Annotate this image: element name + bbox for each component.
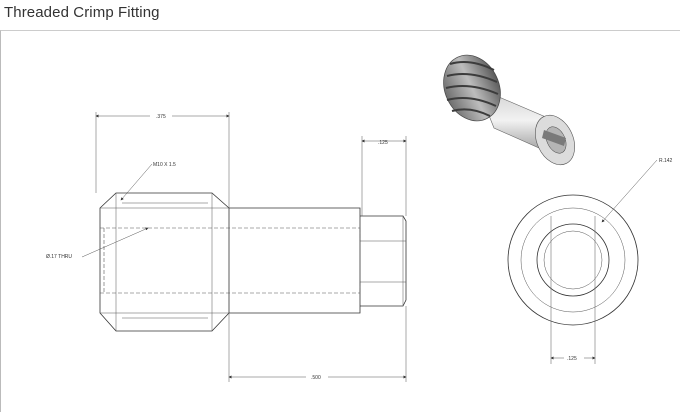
dim-overall-length: .500 <box>311 375 321 381</box>
tip-outline <box>360 215 407 307</box>
dim-thread-spec: M10 X 1.5 <box>153 162 176 168</box>
shank-outline <box>229 207 361 314</box>
end-view: R.142 .125 <box>507 158 673 364</box>
drawing-frame <box>0 30 680 412</box>
page-title: Threaded Crimp Fitting <box>4 4 160 21</box>
dim-overall-thread-length: .375 <box>156 114 166 120</box>
dim-hole-spec: Ø.17 THRU <box>46 254 72 260</box>
threaded-body-outline <box>99 192 230 332</box>
dim-slot-depth: .125 <box>378 140 388 146</box>
isometric-render <box>443 54 575 166</box>
dim-slot-width: .125 <box>567 356 577 362</box>
side-view: .375 M10 X 1.5 Ø.17 THRU .125 .500 <box>46 112 407 382</box>
dim-radius: R.142 <box>659 158 673 164</box>
